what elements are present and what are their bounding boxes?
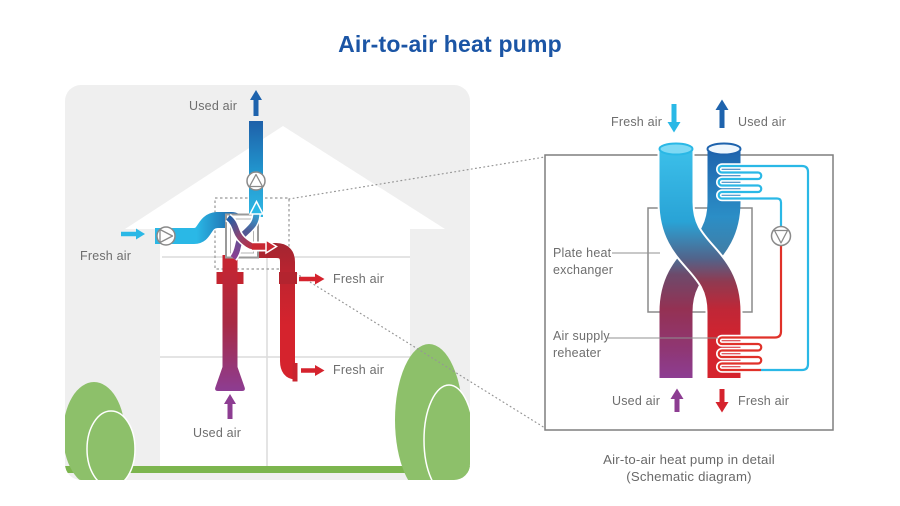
arrow-fresh-air-vent2 bbox=[301, 365, 325, 376]
label-used-air-return: Used air bbox=[193, 426, 242, 440]
heat-exchange-unit bbox=[225, 199, 278, 261]
arrow-used-air-out bbox=[715, 99, 729, 128]
fresh-air-tube-opening bbox=[658, 142, 694, 156]
house-roof bbox=[125, 126, 445, 229]
used-air-flow-band bbox=[230, 211, 260, 260]
plate-heat-exchanger-box bbox=[647, 207, 753, 313]
label-used-air-out: Used air bbox=[738, 115, 787, 129]
label-used-air-exhaust: Used air bbox=[189, 99, 238, 113]
refrigerant-circuit-cold bbox=[716, 163, 811, 373]
label-used-air-in: Used air bbox=[612, 394, 661, 408]
used-air-tube-opening bbox=[706, 142, 742, 156]
label-air-supply-reheater: Air supply reheater bbox=[553, 329, 610, 360]
label-plate-heat-exchanger: Plate heat exchanger bbox=[553, 246, 614, 277]
label-fresh-air-intake: Fresh air bbox=[80, 249, 132, 263]
zoom-connector-lines bbox=[288, 156, 546, 429]
figure-title: Air-to-air heat pump bbox=[338, 31, 562, 57]
fresh-air-tube bbox=[659, 148, 741, 378]
used-air-extract-duct bbox=[215, 255, 245, 391]
arrow-fresh-air-vent1 bbox=[299, 273, 325, 285]
reheater-coil-icon bbox=[717, 246, 783, 372]
arrow-used-air-up bbox=[248, 199, 265, 215]
fresh-air-flow-band bbox=[226, 215, 254, 250]
bush-left bbox=[65, 382, 136, 480]
schematic-panel bbox=[544, 99, 834, 431]
arrow-used-air-exhaust bbox=[250, 90, 262, 116]
schematic-caption-line2: (Schematic diagram) bbox=[626, 469, 752, 484]
arrow-used-air-in bbox=[670, 388, 684, 412]
label-fresh-air-vent2: Fresh air bbox=[333, 363, 385, 377]
house-illustration bbox=[65, 126, 470, 480]
label-fresh-air-vent1: Fresh air bbox=[333, 272, 385, 286]
arrow-fresh-air-in bbox=[667, 104, 681, 133]
used-air-exhaust-duct bbox=[249, 121, 263, 217]
ground bbox=[65, 466, 470, 473]
fan-icon-intake bbox=[156, 226, 176, 246]
bush-right bbox=[395, 344, 470, 480]
fan-icon-exhaust bbox=[246, 171, 266, 191]
evaporator-coil-icon bbox=[717, 164, 810, 372]
fresh-air-supply-duct bbox=[254, 243, 298, 382]
arrow-fresh-air-right bbox=[265, 238, 278, 255]
compressor-icon bbox=[770, 225, 792, 247]
arrow-fresh-air-intake bbox=[121, 228, 145, 240]
arrow-used-air-return bbox=[224, 394, 236, 419]
label-fresh-air-in: Fresh air bbox=[611, 115, 663, 129]
label-fresh-air-out: Fresh air bbox=[738, 394, 790, 408]
refrigerant-circuit-hot bbox=[716, 246, 784, 373]
schematic-caption-line1: Air-to-air heat pump in detail bbox=[603, 452, 775, 467]
arrow-fresh-air-out bbox=[715, 389, 729, 413]
house-panel bbox=[65, 85, 546, 480]
